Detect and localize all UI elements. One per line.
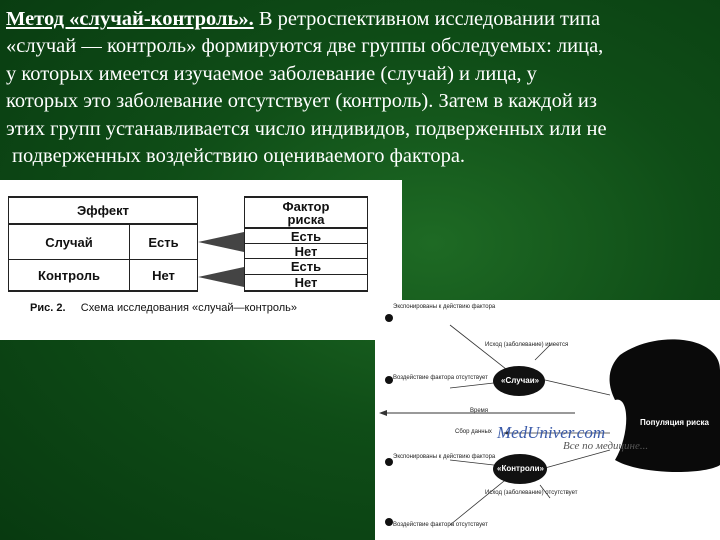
- watermark-subtitle: Все по медицине...: [563, 440, 649, 452]
- cases-label: «Случаи»: [501, 376, 540, 385]
- outcome-absent-label: Исход (заболевание) отсутствует: [485, 490, 578, 496]
- case-label: Случай: [45, 234, 93, 250]
- exposed-bottom-label: Экспонированы к действию фактора: [393, 454, 496, 460]
- case-arrow: [198, 232, 244, 252]
- not-exposed-top-label: Воздействие фактора отсутствует: [393, 375, 488, 381]
- case-value-cell: Есть: [129, 224, 198, 260]
- cases-oval: [493, 366, 545, 396]
- method-title: Метод «случай-контроль».: [6, 8, 254, 30]
- not-exposed-bottom-label: Воздействие фактора отсутствует: [393, 522, 488, 528]
- intro-line-2: «случай — контроль» формируются две груп…: [6, 35, 604, 58]
- intro-line-4: которых это заболевание отсутствует (кон…: [6, 90, 597, 113]
- time-label: Время: [470, 408, 489, 414]
- intro-line-5: этих групп устанавливается число индивид…: [6, 117, 607, 140]
- diagram-lines: [379, 314, 720, 526]
- caption-number: Рис. 2.: [30, 302, 66, 314]
- intro-paragraph: Метод «случай-контроль». В ретроспективн…: [6, 6, 716, 170]
- case-cell: Случай: [8, 224, 130, 260]
- data-collection-label: Сбор данных: [455, 429, 492, 435]
- factor-row-4: Нет: [244, 274, 368, 292]
- control-cell: Контроль: [8, 259, 130, 292]
- intro-line-1: Метод «случай-контроль». В ретроспективн…: [6, 8, 601, 30]
- effect-header-cell: Эффект: [8, 196, 198, 224]
- exposed-top-label: Экспонированы к действию фактора: [393, 304, 496, 310]
- outcome-present-label: Исход (заболевание) имеется: [485, 342, 569, 348]
- control-value-cell: Нет: [129, 259, 198, 292]
- population-label: Популяция риска: [640, 418, 709, 427]
- caption-text: Схема исследования «случай—контроль»: [80, 302, 297, 314]
- effect-label: Эффект: [77, 203, 129, 218]
- intro-line-3: у которых имеется изучаемое заболевание …: [6, 62, 537, 85]
- case-control-diagram: Экспонированы к действию фактора Воздейс…: [375, 300, 720, 540]
- case-value: Есть: [148, 234, 179, 250]
- arrows-graphic: [198, 232, 244, 287]
- control-value: Нет: [152, 267, 175, 283]
- control-label: Контроль: [38, 267, 100, 283]
- figure-caption: Рис. 2. Схема исследования «случай—контр…: [30, 302, 297, 314]
- control-arrow: [198, 267, 244, 287]
- watermark-logo: MedUniver.com: [497, 423, 606, 442]
- factor-row-3: Есть: [244, 258, 368, 275]
- factor-row-2: Нет: [244, 243, 368, 259]
- controls-oval: [493, 454, 547, 484]
- factor-header: Фактор риска: [282, 198, 330, 227]
- controls-label: «Контроли»: [497, 464, 544, 473]
- case-control-scheme-figure: Эффект Случай Есть Контроль Нет Фактор р…: [0, 180, 402, 340]
- intro-line-6: подверженных воздействию оцениваемого фа…: [12, 145, 466, 168]
- factor-row-1: Есть: [244, 228, 368, 244]
- factor-header-cell: Фактор риска: [244, 196, 368, 228]
